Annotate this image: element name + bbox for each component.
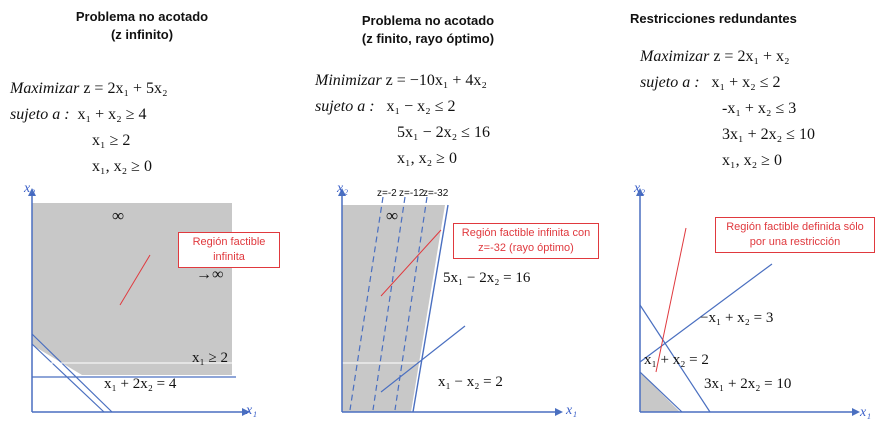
constraint-line — [412, 204, 449, 413]
constraint-line — [31, 333, 113, 413]
annotation-pointer — [380, 229, 442, 297]
panel1-title-line2: (z infinito) — [110, 27, 174, 42]
x-axis-label: x₁ — [245, 403, 257, 418]
arrow-infinity-label: →∞ — [196, 266, 224, 283]
y-axis-label: x₂ — [23, 181, 35, 196]
y-axis-arrow-icon — [338, 188, 346, 196]
z-level-line — [394, 196, 428, 411]
constraint: x₁, x₂ ≥ 0 — [92, 158, 152, 175]
panel1-title-line1: Problema no acotado — [75, 9, 209, 24]
panel2-title-line2: (z finito, rayo óptimo) — [361, 31, 495, 46]
subject-to-label: sujeto a : — [315, 98, 375, 115]
panel1-formulation: Maximizar z = 2x₁ + 5x₂ sujeto a : x₁ + … — [10, 76, 168, 180]
panel2-graph: x₁ x₂ z=-2 z=-12 z=-32 — [336, 181, 577, 418]
panel3-formulation: Maximizar z = 2x₁ + x₂ sujeto a : x₁ + x… — [640, 44, 815, 174]
annotation-pointer — [655, 227, 687, 373]
annotation-pointer — [119, 254, 151, 306]
annotation-box: Región factible definida sólo por una re… — [715, 217, 875, 253]
constraint: x₁ + x₂ ≤ 2 — [711, 74, 781, 91]
constraint: x₁ + x₂ ≥ 4 — [77, 106, 147, 123]
z-level-label: z=-2 — [377, 188, 397, 199]
constraint: 3x₁ + 2x₂ ≤ 10 — [722, 126, 815, 143]
x-axis-label: x₁ — [859, 405, 871, 420]
x-axis-arrow-icon — [555, 408, 563, 416]
z-level-line — [349, 196, 384, 411]
y-axis-label: x₂ — [336, 181, 348, 196]
constraint-label: x₁ − x₂ = 2 — [438, 374, 503, 390]
panel2-title-line1: Problema no acotado — [361, 13, 495, 28]
x-axis-arrow-icon — [852, 408, 860, 416]
x-axis-arrow-icon — [242, 408, 250, 416]
y-axis-label: x₂ — [633, 181, 645, 196]
subject-to-label: sujeto a : — [10, 106, 70, 123]
panel2-constraint-row: sujeto a : x₁ − x₂ ≤ 2 — [315, 94, 490, 120]
constraint-line — [380, 325, 466, 393]
panel3-objective: Maximizar z = 2x₁ + x₂ — [640, 44, 815, 70]
panel3-title: Restricciones redundantes — [630, 10, 830, 28]
objective-keyword: Minimizar — [315, 72, 382, 89]
constraint: x₁, x₂ ≥ 0 — [397, 150, 457, 167]
panel3-constraint-row: sujeto a : x₁ + x₂ ≤ 2 — [640, 70, 815, 96]
constraint: -x₁ + x₂ ≤ 3 — [722, 100, 797, 117]
feasible-region — [32, 203, 232, 375]
z-level-label: z=-32 — [423, 188, 449, 199]
panel2-title: Problema no acotado (z finito, rayo ópti… — [303, 12, 553, 48]
panel1-constraint-row: sujeto a : x₁ + x₂ ≥ 4 — [10, 102, 168, 128]
panel-unbounded-z-infinite: Problema no acotado (z infinito) Maximiz… — [0, 0, 290, 434]
constraint-label: −x₁ + x₂ = 3 — [700, 310, 774, 326]
constraint: 5x₁ − 2x₂ ≤ 16 — [397, 124, 490, 141]
constraint-label: x₁ ≥ 2 — [192, 350, 228, 366]
panel-redundant-constraints: Restricciones redundantes Maximizar z = … — [600, 0, 880, 434]
panel3-graph: x₁ x₂ — [633, 181, 871, 420]
constraint-line — [639, 371, 683, 413]
annotation-box: Región factible infinita con z=-32 (rayo… — [453, 223, 599, 259]
z-level-label: z=-12 — [399, 188, 425, 199]
constraint-label: 3x₁ + 2x₂ = 10 — [704, 376, 792, 392]
objective-expression: z = −10x₁ + 4x₂ — [385, 72, 487, 89]
subject-to-label: sujeto a : — [640, 74, 700, 91]
panel1-graph: x₁ x₂ — [23, 181, 257, 418]
annotation-box: Región factible infinita — [178, 232, 280, 268]
x-axis-label: x₁ — [565, 403, 577, 418]
objective-expression: z = 2x₁ + 5x₂ — [83, 80, 168, 97]
panel-unbounded-z-finite: Problema no acotado (z finito, rayo ópti… — [293, 0, 599, 434]
constraint-line — [31, 343, 105, 413]
excluded-corner — [32, 345, 82, 375]
y-axis-arrow-icon — [28, 188, 36, 196]
panel1-objective: Maximizar z = 2x₁ + 5x₂ — [10, 76, 168, 102]
infinity-symbol: ∞ — [112, 206, 125, 225]
constraint-line — [639, 263, 773, 363]
constraint-label: 5x₁ − 2x₂ = 16 — [443, 270, 531, 286]
y-axis-arrow-icon — [636, 188, 644, 196]
z-level-line — [372, 196, 406, 411]
objective-keyword: Maximizar — [10, 80, 80, 97]
panel2-objective: Minimizar z = −10x₁ + 4x₂ — [315, 68, 490, 94]
feasible-region — [342, 205, 445, 412]
objective-keyword: Maximizar — [640, 48, 710, 65]
infinity-symbol: ∞ — [386, 206, 399, 225]
constraint-label: x₁ + 2x₂ = 4 — [104, 376, 177, 392]
constraint: x₁ − x₂ ≤ 2 — [386, 98, 456, 115]
panel2-formulation: Minimizar z = −10x₁ + 4x₂ sujeto a : x₁ … — [315, 68, 490, 172]
constraint: x₁ ≥ 2 — [92, 132, 131, 149]
constraint-line — [639, 304, 711, 413]
panel1-title: Problema no acotado (z infinito) — [22, 8, 262, 44]
constraint-label: x₁ + x₂ = 2 — [644, 352, 709, 368]
panel3-title-line1: Restricciones redundantes — [630, 11, 797, 26]
constraint: x₁, x₂ ≥ 0 — [722, 152, 782, 169]
objective-expression: z = 2x₁ + x₂ — [713, 48, 790, 65]
